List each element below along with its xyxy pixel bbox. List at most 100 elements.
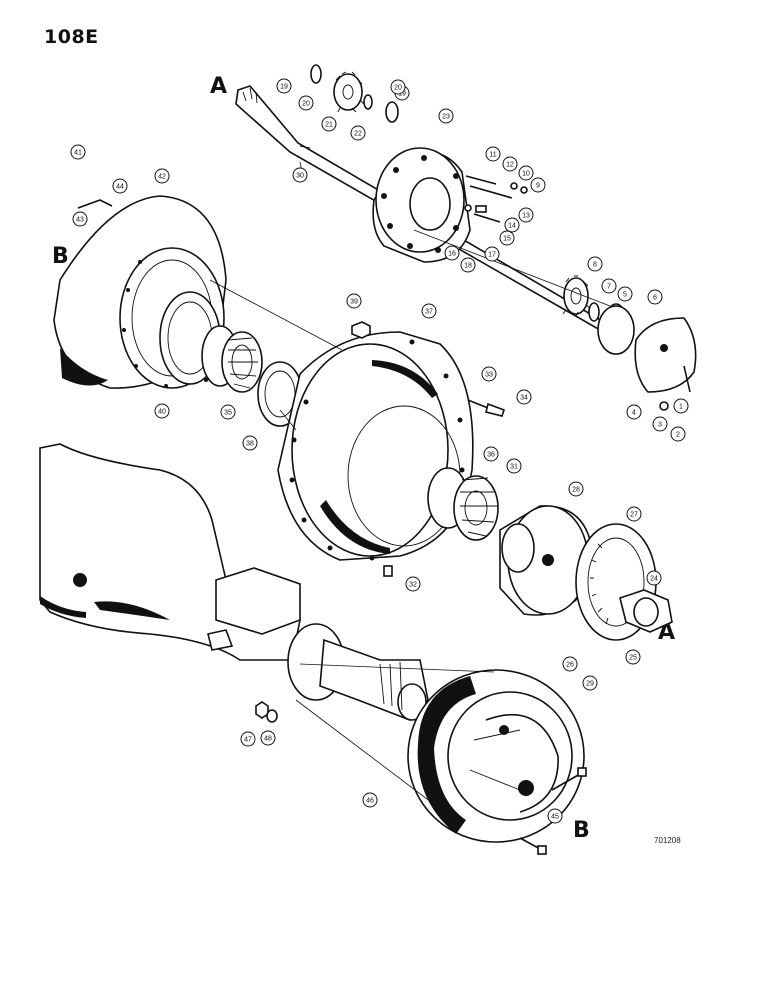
callout-label: 24 xyxy=(650,576,658,583)
callout-label: 41 xyxy=(74,150,82,157)
sun-gear xyxy=(562,275,590,317)
callout-20: 20 xyxy=(390,79,406,95)
callout-label: 21 xyxy=(325,122,333,129)
callout-label: 36 xyxy=(487,452,495,459)
callout-6: 6 xyxy=(647,289,663,305)
callout-10: 10 xyxy=(518,165,534,181)
brake-bolts xyxy=(519,767,587,855)
callout-14: 14 xyxy=(504,217,520,233)
callout-23: 23 xyxy=(438,108,454,124)
callout-label: 2 xyxy=(676,432,680,439)
callout-label: 19 xyxy=(398,91,406,98)
callout-label: 8 xyxy=(593,262,597,269)
axle-housing xyxy=(39,443,301,661)
callout-label: 29 xyxy=(586,681,594,688)
planet-carrier xyxy=(372,147,471,263)
callout-label: 1 xyxy=(679,404,683,411)
carrier-hardware xyxy=(464,175,528,223)
callout-22: 22 xyxy=(350,125,366,141)
callout-31: 31 xyxy=(506,458,522,474)
callout-label: 31 xyxy=(510,464,518,471)
spindle xyxy=(287,623,429,721)
callout-29: 29 xyxy=(582,675,598,691)
callout-9: 9 xyxy=(530,177,546,193)
callout-15: 15 xyxy=(499,230,515,246)
callout-label: 27 xyxy=(630,512,638,519)
thrust-washers-top xyxy=(310,64,399,123)
callout-47: 47 xyxy=(240,731,256,747)
callout-label: 38 xyxy=(246,441,254,448)
callout-label: 19 xyxy=(280,84,288,91)
callout-38: 38 xyxy=(242,435,258,451)
callout-18: 18 xyxy=(460,257,476,273)
callout-43: 43 xyxy=(72,211,88,227)
callout-label: 37 xyxy=(425,309,433,316)
callout-2: 2 xyxy=(670,426,686,442)
callout-27: 27 xyxy=(626,506,642,522)
callout-label: 25 xyxy=(629,655,637,662)
callout-32: 32 xyxy=(405,576,421,592)
pinion-gear-top xyxy=(333,71,365,113)
callout-label: 34 xyxy=(520,395,528,402)
callout-42: 42 xyxy=(154,168,170,184)
callout-11: 11 xyxy=(485,146,501,162)
plug-32 xyxy=(383,565,393,577)
outer-bearing xyxy=(427,467,499,541)
o-ring-6 xyxy=(597,305,635,355)
callout-label: 22 xyxy=(354,131,362,138)
callout-label: 23 xyxy=(442,114,450,121)
callout-label: 35 xyxy=(224,410,232,417)
plug-40 xyxy=(351,321,371,339)
callout-label: 17 xyxy=(488,252,496,259)
callout-41: 41 xyxy=(70,144,86,160)
callout-35: 35 xyxy=(220,404,236,420)
callout-26: 26 xyxy=(562,656,578,672)
callout-8: 8 xyxy=(587,256,603,272)
callout-label: 47 xyxy=(244,737,252,744)
callout-label: 42 xyxy=(158,174,166,181)
callout-label: 20 xyxy=(302,101,310,108)
end-cover xyxy=(634,317,697,411)
wheel-hub xyxy=(277,331,474,561)
callout-label: 18 xyxy=(464,263,472,270)
callout-48: 48 xyxy=(260,730,276,746)
callout-label: 30 xyxy=(296,173,304,180)
callout-5: 5 xyxy=(617,286,633,302)
wheel-bolt xyxy=(77,199,113,209)
callout-16: 16 xyxy=(444,245,460,261)
callout-19: 19 xyxy=(276,78,292,94)
callout-label: 28 xyxy=(572,487,580,494)
callout-label: 20 xyxy=(394,85,402,92)
callout-4: 4 xyxy=(626,404,642,420)
callout-label: 14 xyxy=(508,223,516,230)
callout-34: 34 xyxy=(516,389,532,405)
callout-label: 33 xyxy=(485,372,493,379)
callout-20: 20 xyxy=(298,95,314,111)
section-marker-b-left: B xyxy=(52,244,69,269)
callout-39: 39 xyxy=(346,293,362,309)
callout-label: 11 xyxy=(489,152,496,159)
callout-label: 16 xyxy=(448,251,456,258)
callout-37: 37 xyxy=(421,303,437,319)
nuts-48-49 xyxy=(255,701,278,723)
callout-label: 39 xyxy=(350,299,358,306)
callout-12: 12 xyxy=(502,156,518,172)
section-marker-a-top: A xyxy=(210,74,228,99)
callout-28: 28 xyxy=(568,481,584,497)
callout-3: 3 xyxy=(652,416,668,432)
ring-gear-hub xyxy=(499,505,591,616)
brake-assembly xyxy=(407,669,585,843)
callout-46: 46 xyxy=(362,792,378,808)
callout-label: 13 xyxy=(522,213,530,220)
callout-7: 7 xyxy=(601,278,617,294)
callout-label: 10 xyxy=(522,171,530,178)
page-title: 108E xyxy=(44,26,99,48)
hub-stud xyxy=(467,399,506,417)
callout-40: 40 xyxy=(154,403,170,419)
callout-17: 17 xyxy=(484,246,500,262)
retaining-ring xyxy=(588,302,600,322)
callout-13: 13 xyxy=(518,207,534,223)
callout-45: 45 xyxy=(547,808,563,824)
